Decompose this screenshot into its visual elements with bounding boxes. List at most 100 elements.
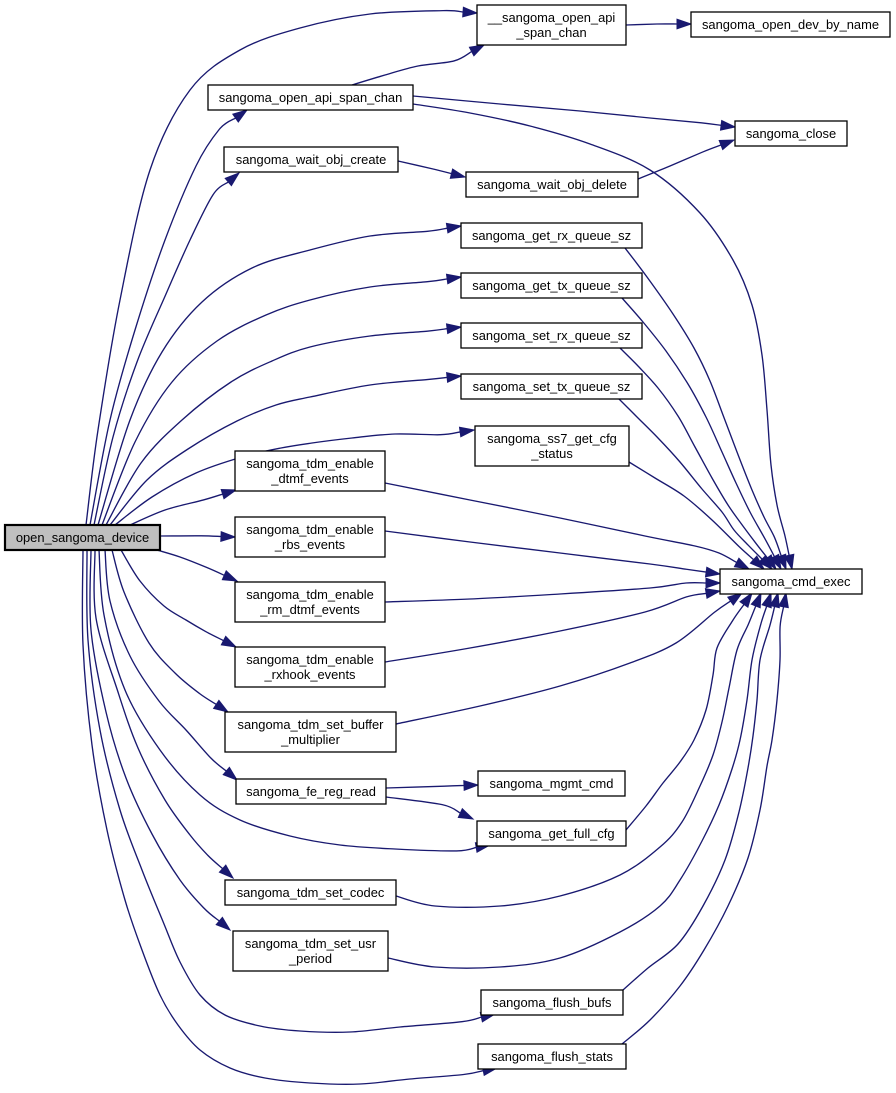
node-box[interactable] bbox=[234, 646, 386, 688]
node-box[interactable] bbox=[460, 373, 643, 400]
edge-line bbox=[412, 103, 790, 556]
node-label: sangoma_get_rx_queue_sz bbox=[472, 228, 631, 243]
edge-line bbox=[384, 530, 707, 573]
node-sangoma_close[interactable]: sangoma_close bbox=[734, 120, 848, 147]
node-sangoma_tdm_set_codec[interactable]: sangoma_tdm_set_codec bbox=[224, 879, 397, 906]
node-box[interactable] bbox=[690, 11, 891, 38]
edge-line bbox=[387, 606, 768, 969]
edge-arrowhead bbox=[445, 222, 463, 234]
node-sangoma_wait_obj_delete[interactable]: sangoma_wait_obj_delete bbox=[465, 171, 639, 198]
node-box[interactable] bbox=[476, 4, 627, 46]
node-box[interactable] bbox=[224, 879, 397, 906]
node-box[interactable] bbox=[480, 989, 624, 1016]
node-sangoma_cmd_exec[interactable]: sangoma_cmd_exec bbox=[719, 568, 863, 595]
node-sangoma_flush_bufs[interactable]: sangoma_flush_bufs bbox=[480, 989, 624, 1016]
node-label: sangoma_flush_stats bbox=[491, 1049, 613, 1064]
node-sangoma_fe_reg_read[interactable]: sangoma_fe_reg_read bbox=[235, 778, 387, 805]
edge-open_sangoma_device-to-sangoma_get_tx_queue_sz bbox=[101, 273, 463, 526]
edge-__sangoma_open_api_span_chan-to-sangoma_open_dev_by_name bbox=[625, 18, 693, 30]
node-sangoma_tdm_enable_dtmf_events[interactable]: sangoma_tdm_enable_dtmf_events bbox=[234, 450, 386, 492]
node-sangoma_flush_stats[interactable]: sangoma_flush_stats bbox=[477, 1043, 627, 1070]
edge-sangoma_tdm_enable_rbs_events-to-sangoma_cmd_exec bbox=[384, 530, 722, 578]
node-__sangoma_open_api_span_chan[interactable]: __sangoma_open_api_span_chan bbox=[476, 4, 627, 46]
node-sangoma_tdm_set_buffer_multiplier[interactable]: sangoma_tdm_set_buffer_multiplier bbox=[224, 711, 397, 753]
node-sangoma_wait_obj_create[interactable]: sangoma_wait_obj_create bbox=[223, 146, 399, 173]
node-box[interactable] bbox=[465, 171, 639, 198]
edge-arrowhead bbox=[220, 635, 238, 648]
edge-open_sangoma_device-to-__sangoma_open_api_span_chan bbox=[85, 6, 479, 526]
node-box[interactable] bbox=[460, 272, 643, 299]
node-label: sangoma_tdm_enable_rbs_events bbox=[246, 522, 374, 552]
node-box[interactable] bbox=[234, 581, 386, 623]
edge-arrowhead bbox=[224, 172, 241, 187]
edge-sangoma_open_api_span_chan-to-sangoma_close bbox=[412, 95, 737, 131]
node-label: sangoma_mgmt_cmd bbox=[490, 776, 614, 791]
node-box[interactable] bbox=[719, 568, 863, 595]
edge-line bbox=[412, 95, 722, 126]
node-label: sangoma_fe_reg_read bbox=[246, 784, 376, 799]
edge-arrowhead bbox=[718, 139, 736, 151]
edge-line bbox=[105, 328, 448, 526]
edge-sangoma_tdm_enable_rxhook_events-to-sangoma_cmd_exec bbox=[384, 588, 722, 663]
edge-line bbox=[114, 431, 461, 526]
node-label: sangoma_get_tx_queue_sz bbox=[472, 278, 630, 293]
node-box[interactable] bbox=[477, 770, 626, 797]
node-sangoma_mgmt_cmd[interactable]: sangoma_mgmt_cmd bbox=[477, 770, 626, 797]
node-sangoma_get_tx_queue_sz[interactable]: sangoma_get_tx_queue_sz bbox=[460, 272, 643, 299]
node-label: sangoma_cmd_exec bbox=[732, 574, 852, 589]
edge-arrowhead bbox=[222, 766, 239, 781]
edge-sangoma_ss7_get_cfg_status-to-sangoma_cmd_exec bbox=[628, 461, 766, 571]
node-box[interactable] bbox=[460, 222, 643, 249]
edge-arrowhead bbox=[445, 323, 463, 335]
node-label: __sangoma_open_api_span_chan bbox=[487, 10, 616, 40]
node-sangoma_ss7_get_cfg_status[interactable]: sangoma_ss7_get_cfg_status bbox=[474, 425, 630, 467]
node-sangoma_set_tx_queue_sz[interactable]: sangoma_set_tx_queue_sz bbox=[460, 373, 643, 400]
edge-sangoma_get_tx_queue_sz-to-sangoma_cmd_exec bbox=[621, 297, 782, 571]
node-box[interactable] bbox=[235, 778, 387, 805]
edge-line bbox=[89, 549, 220, 922]
edge-arrowhead bbox=[750, 591, 762, 609]
edge-open_sangoma_device-to-sangoma_tdm_set_buffer_multiplier bbox=[111, 549, 230, 713]
node-sangoma_tdm_enable_rxhook_events[interactable]: sangoma_tdm_enable_rxhook_events bbox=[234, 646, 386, 688]
node-sangoma_get_full_cfg[interactable]: sangoma_get_full_cfg bbox=[476, 820, 627, 847]
node-label: open_sangoma_device bbox=[16, 530, 149, 545]
node-label: sangoma_tdm_set_usr_period bbox=[245, 936, 377, 966]
node-label: sangoma_tdm_enable_dtmf_events bbox=[246, 456, 374, 486]
edge-arrowhead bbox=[449, 168, 467, 179]
node-sangoma_tdm_enable_rbs_events[interactable]: sangoma_tdm_enable_rbs_events bbox=[234, 516, 386, 558]
node-box[interactable] bbox=[224, 711, 397, 753]
node-box[interactable] bbox=[234, 450, 386, 492]
edge-arrowhead bbox=[778, 591, 789, 609]
edge-arrowhead bbox=[749, 555, 766, 571]
node-label: sangoma_open_dev_by_name bbox=[702, 17, 879, 32]
edge-arrowhead bbox=[783, 553, 795, 571]
node-box[interactable] bbox=[460, 322, 643, 349]
node-sangoma_set_rx_queue_sz[interactable]: sangoma_set_rx_queue_sz bbox=[460, 322, 643, 349]
node-sangoma_get_rx_queue_sz[interactable]: sangoma_get_rx_queue_sz bbox=[460, 222, 643, 249]
node-sangoma_tdm_enable_rm_dtmf_events[interactable]: sangoma_tdm_enable_rm_dtmf_events bbox=[234, 581, 386, 623]
node-box[interactable] bbox=[477, 1043, 627, 1070]
edge-line bbox=[93, 181, 229, 526]
edge-sangoma_tdm_set_usr_period-to-sangoma_cmd_exec bbox=[387, 591, 772, 969]
edge-open_sangoma_device-to-sangoma_wait_obj_create bbox=[93, 172, 241, 526]
edge-line bbox=[93, 549, 224, 870]
node-sangoma_tdm_set_usr_period[interactable]: sangoma_tdm_set_usr_period bbox=[232, 930, 389, 972]
node-label: sangoma_flush_bufs bbox=[493, 995, 612, 1010]
node-label: sangoma_wait_obj_delete bbox=[477, 177, 627, 192]
edge-line bbox=[109, 376, 448, 526]
edge-arrowhead bbox=[221, 570, 239, 582]
edge-open_sangoma_device-to-sangoma_tdm_enable_rm_dtmf_events bbox=[156, 549, 239, 582]
node-box[interactable] bbox=[207, 84, 414, 111]
node-sangoma_open_dev_by_name[interactable]: sangoma_open_dev_by_name bbox=[690, 11, 891, 38]
node-box[interactable] bbox=[232, 930, 389, 972]
edge-line bbox=[111, 549, 217, 705]
node-sangoma_open_api_span_chan[interactable]: sangoma_open_api_span_chan bbox=[207, 84, 414, 111]
node-box[interactable] bbox=[223, 146, 399, 173]
node-box[interactable] bbox=[734, 120, 848, 147]
edge-sangoma_wait_obj_delete-to-sangoma_close bbox=[637, 139, 736, 180]
node-box[interactable] bbox=[234, 516, 386, 558]
edge-line bbox=[81, 549, 484, 1085]
node-box[interactable] bbox=[474, 425, 630, 467]
edge-arrowhead bbox=[726, 592, 744, 606]
node-box[interactable] bbox=[476, 820, 627, 847]
